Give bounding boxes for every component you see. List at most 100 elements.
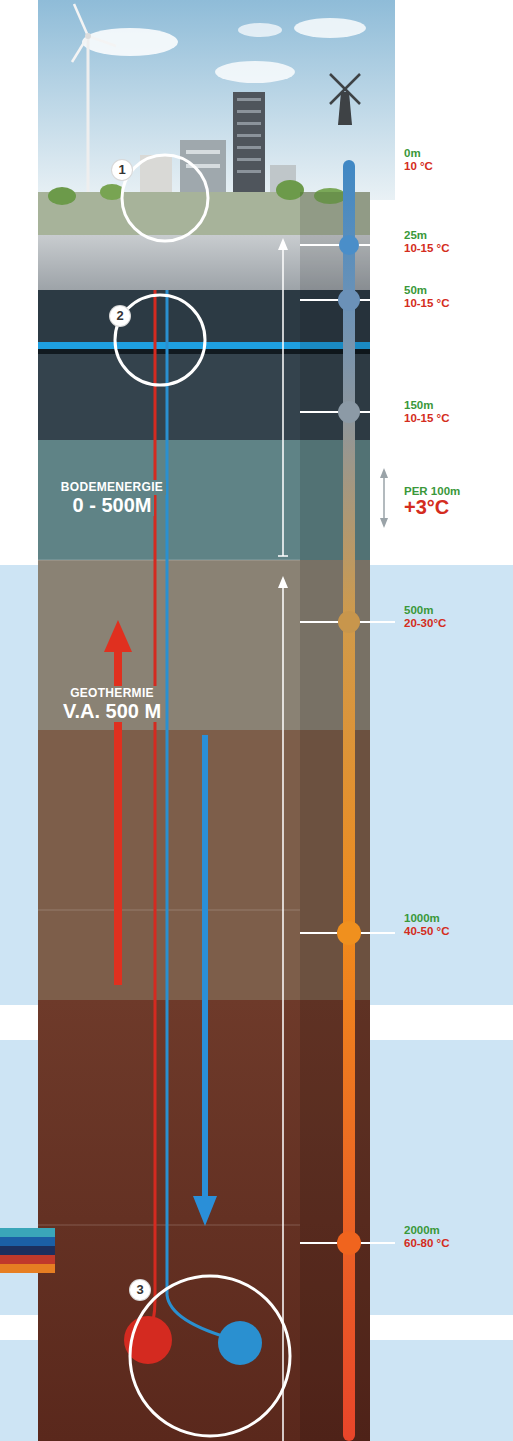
buildings-part: [237, 110, 261, 113]
side-panels-part: [370, 1040, 513, 1315]
buildings-part: [237, 134, 261, 137]
windmill-part: [338, 92, 352, 125]
ground-layers-part: [300, 192, 370, 1441]
callout-ring: [115, 295, 205, 385]
wind-turbine: [72, 4, 116, 200]
callout-outline: [128, 1274, 292, 1438]
side-panels-part: [0, 1340, 38, 1441]
sky-scene-part: [294, 18, 366, 38]
ground-layers-part: [48, 187, 76, 205]
range-arrows-part: [278, 576, 288, 588]
callout-outline: [120, 153, 210, 243]
color-stripes-part: [0, 1264, 55, 1273]
range-arrows-part: [380, 468, 388, 478]
callout-ring: [122, 155, 208, 241]
range-arrows-part: [278, 238, 288, 250]
temperature-label: 20-30°C: [404, 617, 446, 630]
well-pipes: [124, 290, 262, 1365]
depth-label: 25m: [404, 229, 427, 242]
buildings-part: [237, 98, 261, 101]
gradient-value: +3°C: [404, 496, 449, 518]
sky-scene-part: [238, 23, 282, 37]
flow-arrows-part: [193, 1196, 217, 1226]
sky-scene-part: [215, 61, 295, 83]
well-pipes-part: [148, 290, 155, 1336]
side-panels-part: [0, 565, 38, 1005]
temperature-label: 40-50 °C: [404, 925, 450, 938]
temperature-scale-part: [339, 235, 359, 255]
temperature-label: 10 °C: [404, 160, 433, 173]
temperature-label: 10-15 °C: [404, 297, 450, 310]
windmill: [330, 74, 360, 125]
zone-title: GEOTHERMIE: [67, 686, 157, 701]
side-panels-part: [0, 1040, 38, 1315]
ground-layers: [38, 180, 370, 1441]
color-stripes: [0, 1228, 55, 1273]
depth-label: 0m: [404, 147, 421, 160]
windmill-part: [330, 74, 360, 104]
buildings: [140, 92, 296, 202]
ground-layers-part: [100, 184, 124, 200]
sky-scene-part: [82, 28, 178, 56]
buildings-part: [237, 158, 261, 161]
color-stripes-part: [0, 1237, 55, 1246]
range-arrows: [278, 238, 388, 1441]
wind-turbine-part: [72, 36, 88, 62]
temperature-scale-part: [337, 921, 361, 945]
buildings-part: [237, 170, 261, 173]
temperature-scale-part: [337, 1231, 361, 1255]
range-arrows-part: [282, 248, 284, 556]
temperature-label: 60-80 °C: [404, 1237, 450, 1250]
windmill-part: [330, 74, 360, 104]
callout-outline: [113, 293, 207, 387]
color-stripes-part: [0, 1246, 55, 1255]
buildings-part: [186, 150, 220, 154]
callout-circle: 2: [113, 293, 207, 387]
depth-label: 2000m: [404, 1224, 440, 1237]
callout-circle: 1: [120, 153, 210, 243]
color-stripes-part: [0, 1255, 55, 1264]
ground-layers-part: [38, 910, 300, 911]
temperature-label: 10-15 °C: [404, 412, 450, 425]
side-panels-part: [370, 1340, 513, 1441]
side-panels-part: [370, 565, 513, 1005]
depth-label: 500m: [404, 604, 433, 617]
ground-layers-part: [38, 560, 300, 561]
ground-layers-part: [38, 1225, 300, 1226]
ground-layers-part: [276, 180, 304, 200]
depth-label: 1000m: [404, 912, 440, 925]
temperature-scale-part: [338, 611, 360, 633]
buildings-part: [237, 146, 261, 149]
range-arrows-part: [278, 555, 288, 557]
wind-turbine-part: [87, 36, 90, 200]
color-stripes-part: [0, 1228, 55, 1237]
buildings-part: [237, 122, 261, 125]
zone-range: V.A. 500 M: [60, 700, 164, 722]
callout-circle: 3: [128, 1274, 292, 1438]
callout-ring: [130, 1276, 290, 1436]
buildings-part: [233, 92, 265, 202]
callout-number: 2: [110, 306, 130, 326]
range-arrows-part: [282, 588, 284, 1441]
well-pipes-part: [218, 1321, 262, 1365]
gradient-label: PER 100m: [404, 485, 460, 498]
flow-arrows-part: [104, 620, 132, 652]
range-arrows-part: [383, 476, 385, 520]
temperature-scale-part: [338, 401, 360, 423]
callout-number: 1: [112, 160, 132, 180]
zone-title: BODEMENERGIE: [58, 480, 166, 495]
temperature-scale-part: [338, 289, 360, 311]
temperature-label: 10-15 °C: [404, 242, 450, 255]
zone-range: 0 - 500M: [70, 494, 155, 516]
range-arrows-part: [380, 518, 388, 528]
wind-turbine-part: [88, 36, 116, 46]
well-pipes-part: [167, 290, 236, 1340]
wind-turbine-part: [74, 4, 88, 36]
callout-number: 3: [130, 1280, 150, 1300]
depth-label: 150m: [404, 399, 433, 412]
wind-turbine-part: [85, 33, 91, 39]
depth-label: 50m: [404, 284, 427, 297]
flow-arrows-part: [202, 735, 208, 1198]
temperature-scale: [337, 160, 361, 1441]
